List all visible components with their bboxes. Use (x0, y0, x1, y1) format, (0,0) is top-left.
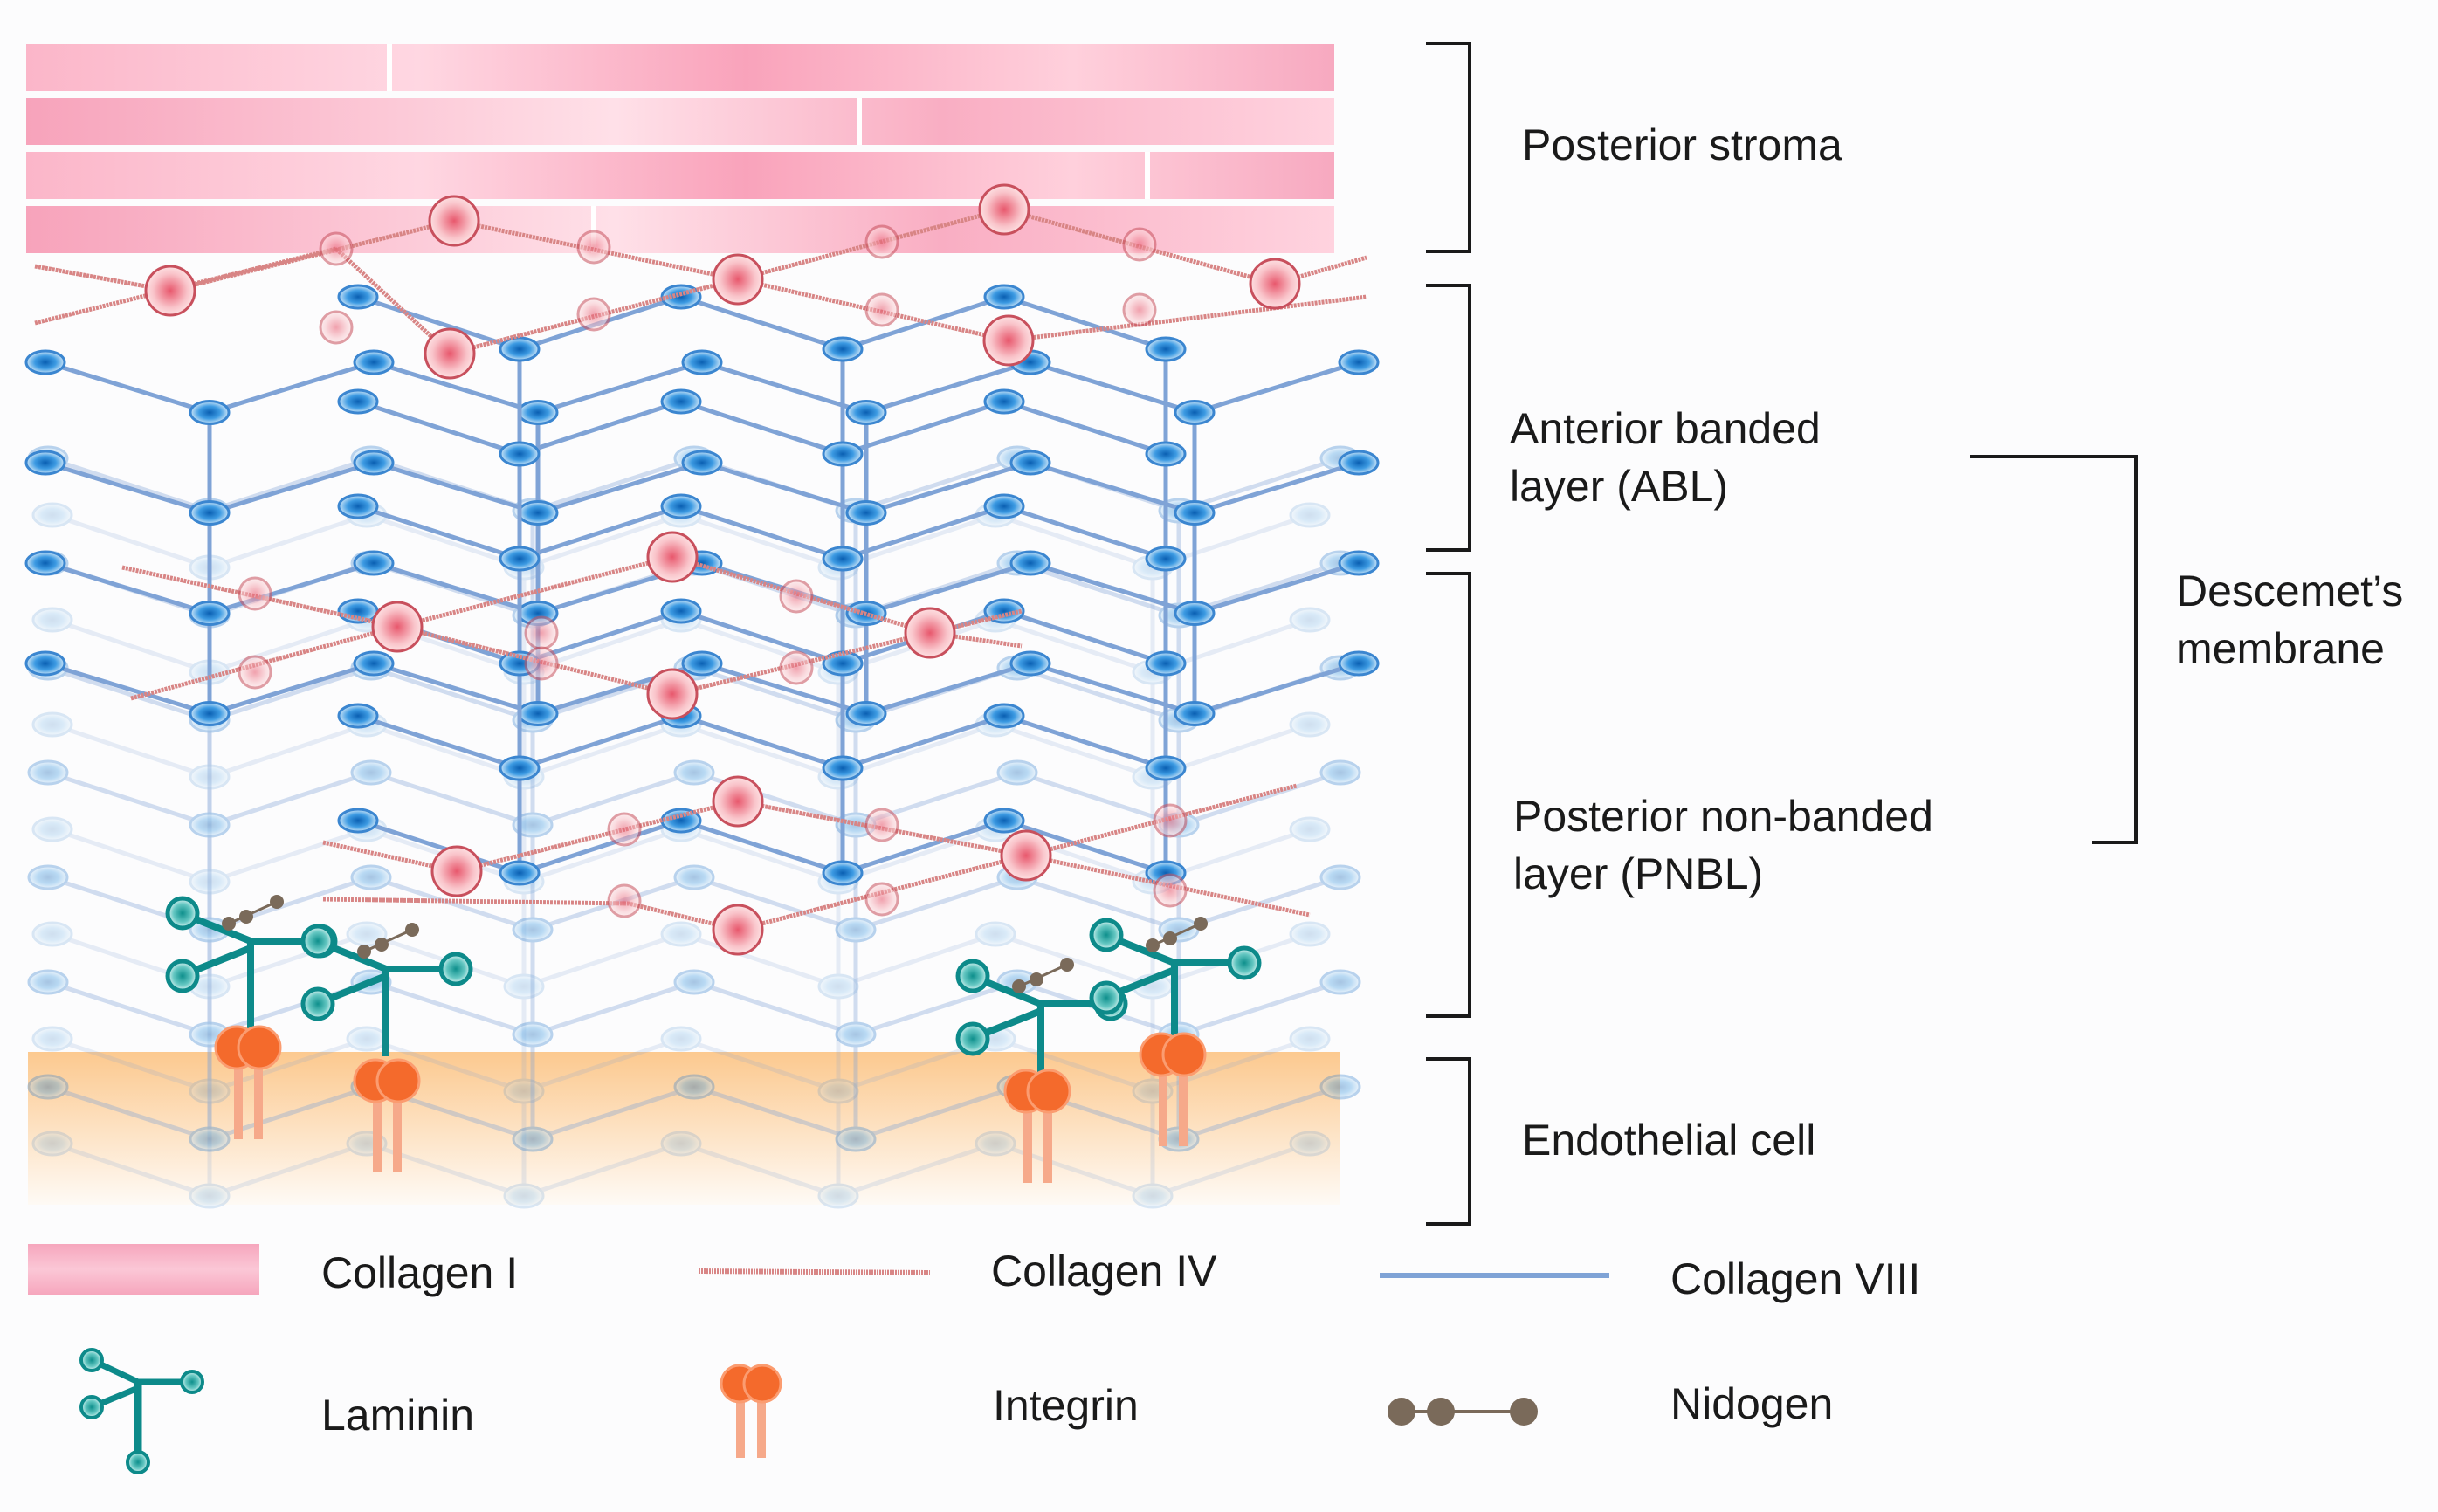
legend: Collagen I Collagen IV Collagen VIII Lam… (28, 1244, 1920, 1474)
collagen-iv-strand (698, 1268, 931, 1275)
label-pnbl-line1: Posterior non-banded (1513, 792, 1933, 841)
legend-laminin-label: Laminin (321, 1391, 474, 1440)
label-abl-line1: Anterior banded (1510, 404, 1821, 453)
legend-collagen-i-label: Collagen I (321, 1248, 518, 1297)
label-descemet-line2: membrane (2176, 624, 2385, 673)
collagen-iv-network (34, 183, 1367, 956)
legend-nidogen-label: Nidogen (1670, 1379, 1833, 1428)
legend-collagen-iv-label: Collagen IV (991, 1247, 1217, 1296)
integrin-icon (720, 1364, 782, 1458)
collagen-i-swatch (28, 1244, 259, 1295)
legend-collagen-viii-label: Collagen VIII (1670, 1254, 1920, 1303)
bracket-abl (1426, 284, 1471, 552)
layer-brackets (1426, 42, 2138, 1226)
nidogen-icon (1388, 1398, 1538, 1426)
bracket-endothelial (1426, 1057, 1471, 1226)
posterior-stroma-bands (26, 44, 1334, 253)
label-endothelial-cell: Endothelial cell (1522, 1116, 1815, 1165)
bracket-descemet (1970, 455, 2138, 844)
label-posterior-stroma: Posterior stroma (1522, 120, 1842, 169)
basement-anchors (165, 895, 1262, 1183)
laminin-icon (79, 1348, 204, 1474)
label-abl-line2: layer (ABL) (1510, 462, 1728, 511)
label-pnbl-line2: layer (PNBL) (1513, 849, 1763, 898)
legend-integrin-label: Integrin (993, 1381, 1139, 1430)
bracket-posterior-stroma (1426, 42, 1471, 253)
label-descemet-line1: Descemet’s (2176, 567, 2403, 615)
bracket-pnbl (1426, 572, 1471, 1018)
